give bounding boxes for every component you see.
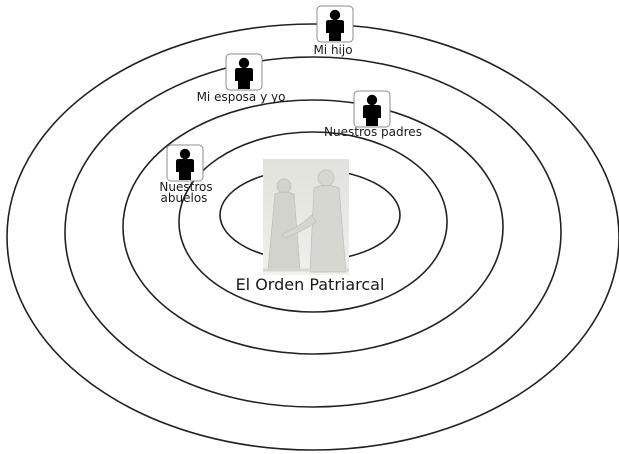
member-mi-esposa-y-yo[interactable]: Mi esposa y yo — [197, 53, 286, 104]
person-icon — [353, 90, 391, 128]
concentric-rings — [6, 23, 619, 451]
member-nuestros-abuelos[interactable]: Nuestros abuelos — [159, 144, 213, 205]
left-figure — [267, 178, 301, 271]
center-title: El Orden Patriarcal — [236, 275, 385, 294]
member-nuestros-padres[interactable]: Nuestros padres — [324, 90, 422, 139]
member-label-nuestros-abuelos-line-1: Nuestros — [159, 180, 212, 194]
ring-4 — [64, 56, 562, 408]
member-label-nuestros-padres: Nuestros padres — [324, 125, 422, 139]
person-icon — [225, 53, 263, 91]
member-mi-hijo[interactable]: Mi hijo — [313, 5, 354, 57]
member-label-mi-esposa-y-yo: Mi esposa y yo — [197, 90, 286, 104]
person-icon — [166, 144, 204, 182]
person-icon — [316, 5, 354, 43]
right-figure — [281, 169, 347, 273]
ring-3 — [122, 99, 504, 355]
ring-2 — [178, 131, 448, 313]
center-image — [263, 159, 349, 275]
member-label-nuestros-abuelos-line-2: abuelos — [161, 191, 208, 205]
member-label-mi-hijo: Mi hijo — [313, 43, 352, 57]
ring-5 — [6, 23, 619, 451]
